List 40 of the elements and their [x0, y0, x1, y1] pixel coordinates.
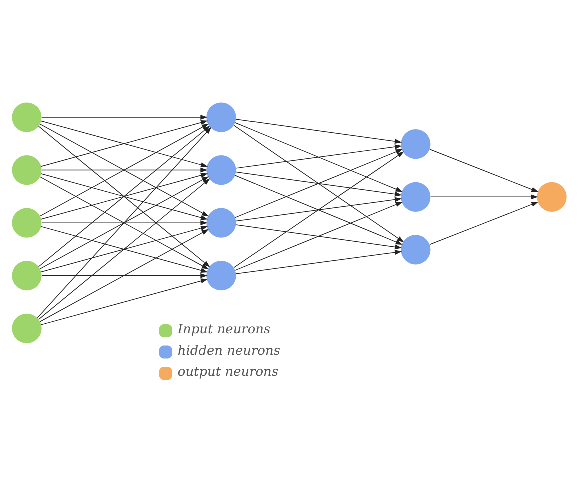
- node-circle: [12, 208, 42, 238]
- arrow: [236, 224, 402, 250]
- arrow: [236, 144, 402, 168]
- node-circle: [12, 260, 42, 290]
- node-circle: [206, 208, 236, 238]
- arrow: [37, 126, 212, 318]
- node-circle: [401, 182, 431, 212]
- node-circle: [12, 154, 42, 185]
- arrow: [41, 278, 208, 325]
- node-circle: [206, 154, 236, 185]
- legend-label: hidden neurons: [178, 343, 280, 358]
- legend-label: Input neurons: [178, 322, 271, 337]
- arrow: [42, 167, 208, 172]
- arrow: [38, 178, 210, 320]
- arrow: [236, 250, 402, 274]
- arrow: [234, 202, 403, 270]
- arrow: [236, 118, 402, 144]
- arrow: [40, 228, 209, 322]
- node-circle: [537, 182, 567, 212]
- node-circle: [206, 102, 236, 132]
- node-circle: [206, 260, 236, 290]
- arrow: [234, 122, 403, 192]
- arrow: [430, 194, 538, 200]
- arrow: [42, 114, 208, 120]
- legend-label: output neurons: [178, 364, 279, 380]
- arrow: [42, 220, 208, 226]
- arrow: [40, 123, 209, 216]
- arrow: [234, 124, 404, 242]
- node-circle: [12, 313, 42, 343]
- arrow: [236, 196, 402, 222]
- arrow: [42, 272, 208, 278]
- arrow: [236, 171, 402, 196]
- node-circle: [12, 102, 42, 132]
- arrow: [430, 202, 539, 245]
- node-circle: [401, 129, 431, 159]
- arrow: [234, 174, 403, 244]
- arrow: [234, 148, 403, 218]
- node-circle: [401, 234, 431, 264]
- arrow: [430, 148, 539, 192]
- arrow: [234, 151, 404, 268]
